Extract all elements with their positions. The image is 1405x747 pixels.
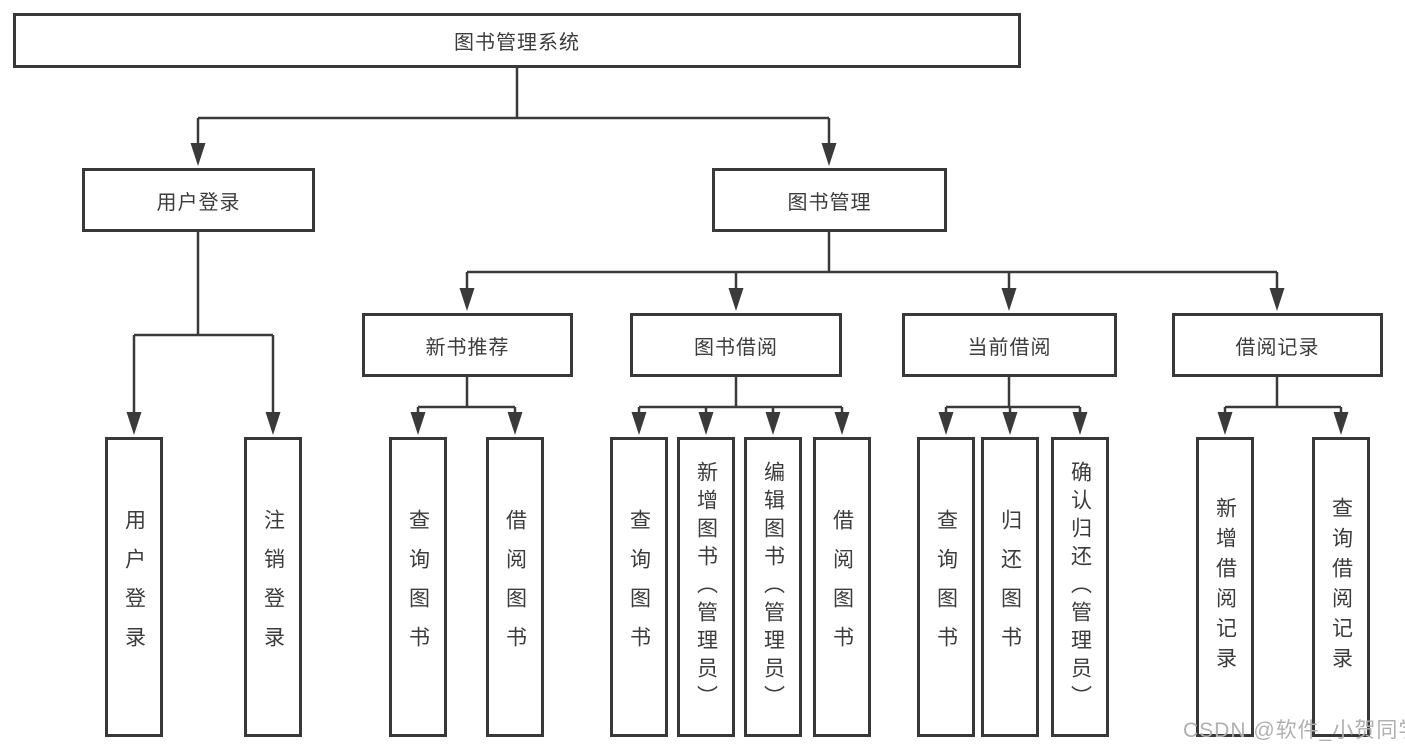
node-book-management-label: 图书管理 bbox=[787, 191, 872, 214]
leaf-add-borrow-record-label: 新增借阅记录 bbox=[1213, 497, 1237, 677]
leaf-logout: 注销登录 bbox=[244, 437, 302, 737]
leaf-edit-book-admin-label: 编辑图书（管理员） bbox=[761, 461, 785, 713]
leaf-edit-book-admin: 编辑图书（管理员） bbox=[744, 437, 802, 737]
node-new-book-recommend-label: 新书推荐 bbox=[425, 336, 510, 359]
node-borrow-records-label: 借阅记录 bbox=[1235, 336, 1320, 359]
leaf-confirm-return-admin: 确认归还（管理员） bbox=[1051, 437, 1109, 737]
node-current-borrow: 当前借阅 bbox=[902, 313, 1117, 377]
leaf-add-book-admin: 新增图书（管理员） bbox=[677, 437, 735, 737]
leaf-confirm-return-admin-label: 确认归还（管理员） bbox=[1068, 461, 1092, 713]
csdn-watermark: CSDN @软件_小贺同学 bbox=[1183, 719, 1405, 742]
leaf-query-borrow-record: 查询借阅记录 bbox=[1312, 437, 1370, 737]
leaf-borrow-books-2-label: 借阅图书 bbox=[830, 509, 854, 665]
node-borrow-records: 借阅记录 bbox=[1172, 313, 1383, 377]
leaf-borrow-books-1: 借阅图书 bbox=[486, 437, 544, 737]
node-new-book-recommend: 新书推荐 bbox=[362, 313, 573, 377]
leaf-query-books-3-label: 查询图书 bbox=[934, 509, 958, 665]
arrowheads bbox=[126, 143, 1349, 435]
leaf-query-books-2-label: 查询图书 bbox=[627, 509, 651, 665]
leaf-borrow-books-1-label: 借阅图书 bbox=[503, 509, 527, 665]
node-book-borrow-label: 图书借阅 bbox=[694, 336, 778, 359]
leaf-logout-label: 注销登录 bbox=[261, 509, 285, 665]
node-user-login: 用户登录 bbox=[82, 168, 315, 232]
node-current-borrow-label: 当前借阅 bbox=[967, 336, 1052, 359]
node-root: 图书管理系统 bbox=[13, 13, 1021, 68]
leaf-borrow-books-2: 借阅图书 bbox=[813, 437, 871, 737]
node-book-management: 图书管理 bbox=[712, 168, 947, 232]
leaf-query-books-3: 查询图书 bbox=[917, 437, 975, 737]
leaf-query-books-1: 查询图书 bbox=[389, 437, 447, 737]
leaf-add-book-admin-label: 新增图书（管理员） bbox=[694, 461, 718, 713]
leaf-return-book-label: 归还图书 bbox=[998, 509, 1022, 665]
leaf-user-login-label: 用户登录 bbox=[122, 509, 146, 665]
leaf-query-books-2: 查询图书 bbox=[610, 437, 668, 737]
leaf-query-borrow-record-label: 查询借阅记录 bbox=[1329, 497, 1353, 677]
leaf-user-login: 用户登录 bbox=[105, 437, 163, 737]
leaf-add-borrow-record: 新增借阅记录 bbox=[1196, 437, 1254, 737]
leaf-return-book: 归还图书 bbox=[981, 437, 1039, 737]
connector-path bbox=[132, 68, 1343, 415]
node-root-label: 图书管理系统 bbox=[454, 32, 580, 54]
leaf-query-books-1-label: 查询图书 bbox=[406, 509, 430, 665]
node-user-login-label: 用户登录 bbox=[156, 191, 241, 214]
node-book-borrow: 图书借阅 bbox=[630, 313, 842, 377]
